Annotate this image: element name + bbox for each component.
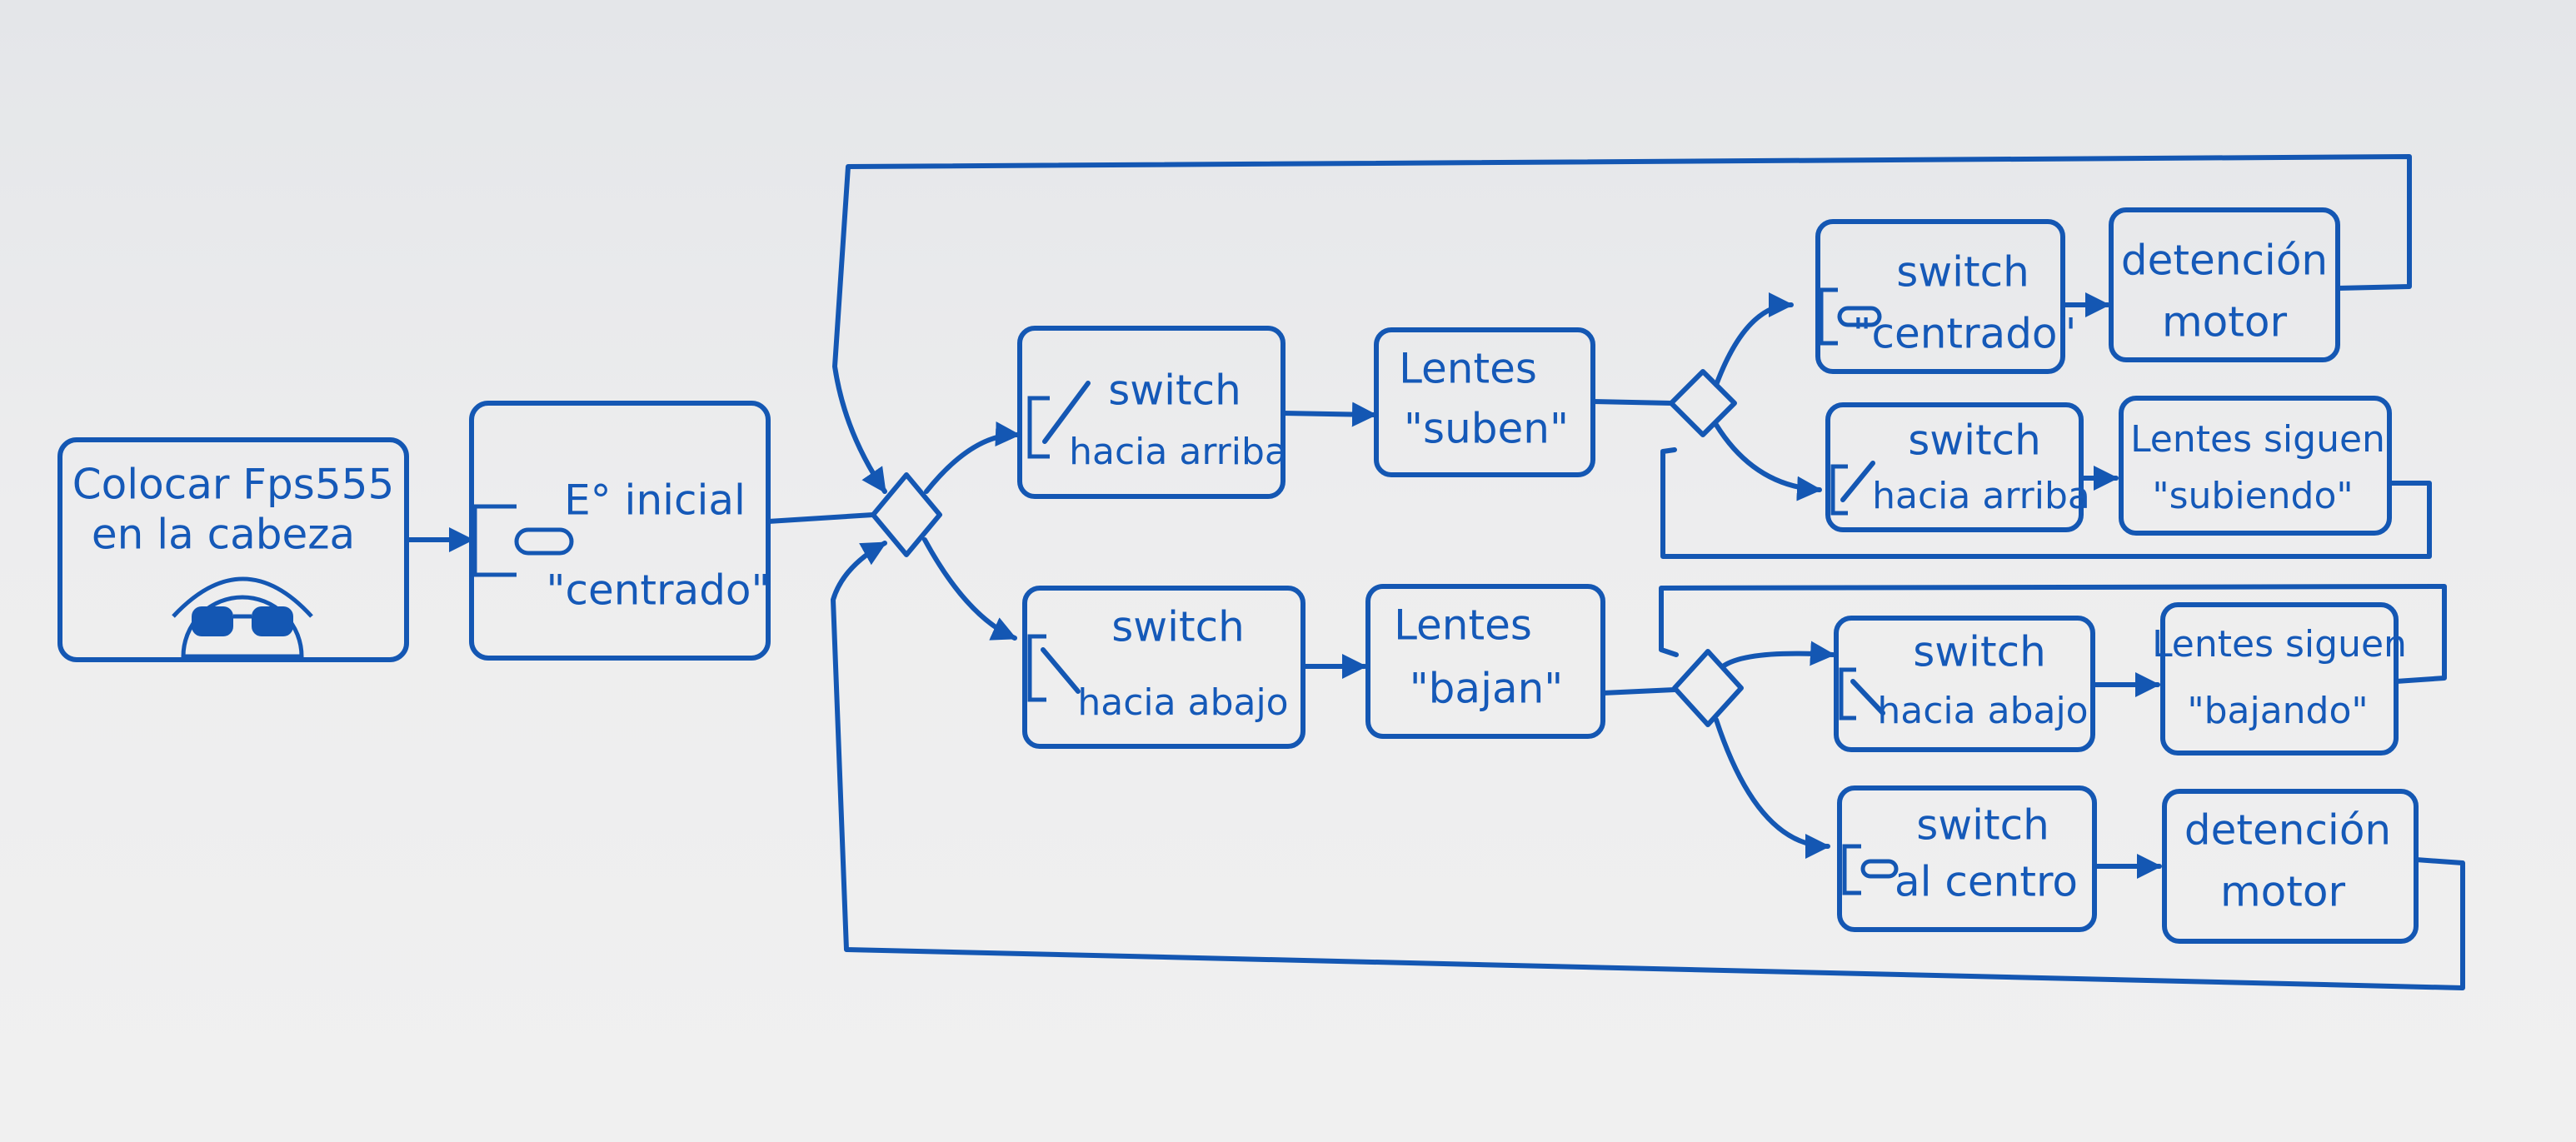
- node-start: Colocar Fps555 en la cabeza: [57, 437, 409, 662]
- loop-keep-up-to-decision: [1660, 447, 2432, 559]
- node-initial-state: E° inicial "centrado": [469, 401, 771, 661]
- decision-main: [871, 472, 942, 557]
- node-keep-down-line1: Lentes siguen: [2152, 623, 2407, 666]
- node-switch-down: switch hacia abajo: [1022, 586, 1305, 749]
- line-lenses-up-to-decision: [1590, 399, 1674, 406]
- arrow-decision-down-to-switch-down-2: [1720, 641, 1835, 669]
- node-start-line2: en la cabeza: [92, 511, 355, 559]
- node-switch-up-line1: switch: [1108, 367, 1241, 415]
- node-switch-down-line2: hacia abajo: [1077, 681, 1288, 724]
- node-switch-up-2: switch hacia arriba: [1825, 402, 2090, 532]
- node-switch-up: switch hacia arriba: [1017, 326, 1287, 499]
- node-switch-centered-upper-line2: "centrado": [1852, 310, 2076, 358]
- line-initial-to-decision: [766, 512, 876, 524]
- node-initial-line1: E° inicial: [564, 476, 746, 525]
- person-with-sunglasses-icon: [172, 576, 313, 659]
- node-switch-up-2-line2: hacia arriba: [1872, 475, 2090, 517]
- arrow-decision-down-to-switch-center: [1714, 717, 1830, 859]
- connectors: [404, 154, 2465, 990]
- loop-stop-upper-to-main-decision: [832, 154, 2412, 494]
- loop-keep-down-to-decision: [1659, 584, 2447, 684]
- node-stop-upper-line1: detención: [2121, 237, 2328, 285]
- node-stop-upper: detención motor: [2109, 207, 2340, 362]
- arrow-decision-to-switch-down: [922, 537, 1017, 641]
- switch-down-icon: [1027, 634, 1081, 702]
- switch-centered-icon: [1842, 844, 1899, 895]
- node-switch-center-lower: switch al centro: [1837, 785, 2097, 932]
- node-switch-down-line1: switch: [1111, 603, 1245, 651]
- node-lenses-up-line2: "suben": [1404, 405, 1569, 453]
- node-keep-up-line1: Lentes siguen: [2130, 418, 2385, 461]
- node-keep-down: Lentes siguen "bajando": [2152, 602, 2407, 756]
- node-lenses-up: Lentes "suben": [1374, 327, 1595, 477]
- arrow-switch-up-to-lenses: [1281, 401, 1377, 427]
- node-switch-up-line2: hacia arriba: [1069, 431, 1287, 473]
- switch-centered-icon: [472, 504, 574, 577]
- line-lenses-down-to-decision: [1600, 687, 1677, 696]
- arrow-decision-to-switch-up: [924, 421, 1021, 494]
- loop-stop-lower-to-main-decision: [831, 541, 2465, 990]
- node-lenses-down: Lentes "bajan": [1365, 584, 1605, 739]
- switch-up-icon: [1830, 461, 1875, 516]
- node-stop-lower-line1: detención: [2184, 806, 2391, 855]
- node-keep-down-line2: "bajando": [2187, 690, 2368, 732]
- node-switch-down-2-line1: switch: [1913, 628, 2046, 676]
- node-switch-centered-upper: switch "centrado": [1815, 219, 2077, 374]
- node-keep-up-line2: "subiendo": [2152, 475, 2353, 517]
- decision-upper: [1669, 369, 1737, 437]
- node-switch-centered-upper-line1: switch: [1896, 248, 2029, 297]
- node-switch-down-2-line2: hacia abajo: [1877, 690, 2088, 732]
- node-switch-center-lower-line2: al centro: [1895, 858, 2078, 906]
- arrow-decision-up-to-switch-up-2: [1714, 422, 1822, 501]
- switch-centered-icon: [1819, 287, 1882, 346]
- switch-up-icon: [1027, 381, 1091, 459]
- node-keep-up: Lentes siguen "subiendo": [2119, 396, 2392, 536]
- node-switch-center-lower-line1: switch: [1916, 801, 2049, 850]
- node-switch-down-2: switch hacia abajo: [1834, 616, 2095, 752]
- node-switch-up-2-line1: switch: [1908, 416, 2041, 465]
- node-start-line1: Colocar Fps555: [72, 461, 395, 509]
- node-stop-upper-line2: motor: [2162, 298, 2287, 347]
- switch-down-icon: [1839, 667, 1885, 721]
- node-stop-lower-line2: motor: [2220, 868, 2345, 916]
- decision-lower: [1672, 649, 1744, 727]
- node-lenses-down-line1: Lentes: [1394, 601, 1532, 650]
- node-lenses-up-line1: Lentes: [1399, 345, 1537, 393]
- node-initial-line2: "centrado": [546, 566, 770, 615]
- node-lenses-down-line2: "bajan": [1410, 665, 1564, 713]
- arrow-decision-up-to-switch-centered: [1714, 292, 1794, 387]
- node-stop-lower: detención motor: [2162, 789, 2419, 944]
